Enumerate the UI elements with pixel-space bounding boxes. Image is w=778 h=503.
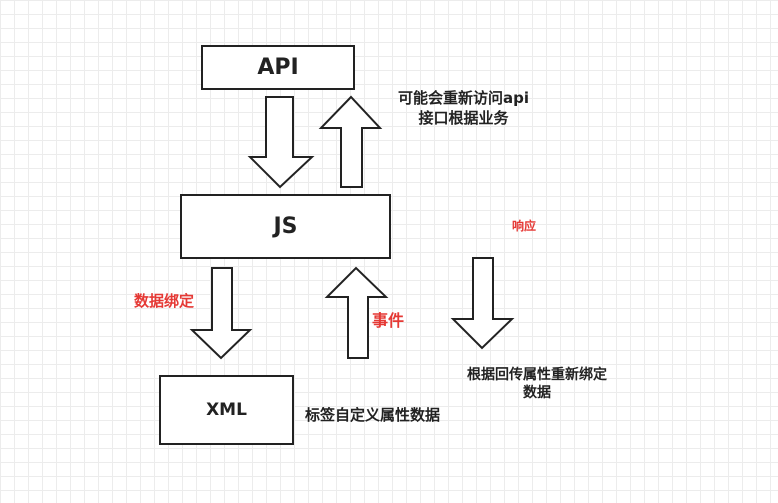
api-note: 可能会重新访问api 接口根据业务 — [398, 89, 529, 128]
arrow-js-to-xml — [189, 267, 253, 360]
response-label: 响应 — [512, 219, 537, 233]
data-binding-label: 数据绑定 — [134, 292, 195, 310]
event-label: 事件 — [372, 311, 405, 330]
arrow-api-to-js — [247, 96, 315, 189]
rebind-note: 根据回传属性重新绑定 数据 — [467, 366, 607, 402]
xml-box: XML — [159, 375, 294, 445]
xml-note: 标签自定义属性数据 — [305, 406, 441, 424]
api-box: API — [201, 45, 355, 90]
arrow-xml-to-js — [324, 266, 389, 359]
rebind-note-line2: 数据 — [523, 385, 551, 402]
js-box: JS — [180, 194, 391, 259]
api-note-line1: 可能会重新访问api — [398, 89, 530, 107]
rebind-note-line1: 根据回传属性重新绑定 — [467, 367, 607, 383]
xml-box-label: XML — [206, 400, 247, 420]
api-box-label: API — [257, 55, 299, 80]
arrow-js-to-api — [318, 95, 383, 188]
js-box-label: JS — [273, 214, 298, 239]
api-note-line2: 接口根据业务 — [418, 108, 509, 127]
arrow-response — [450, 257, 515, 350]
